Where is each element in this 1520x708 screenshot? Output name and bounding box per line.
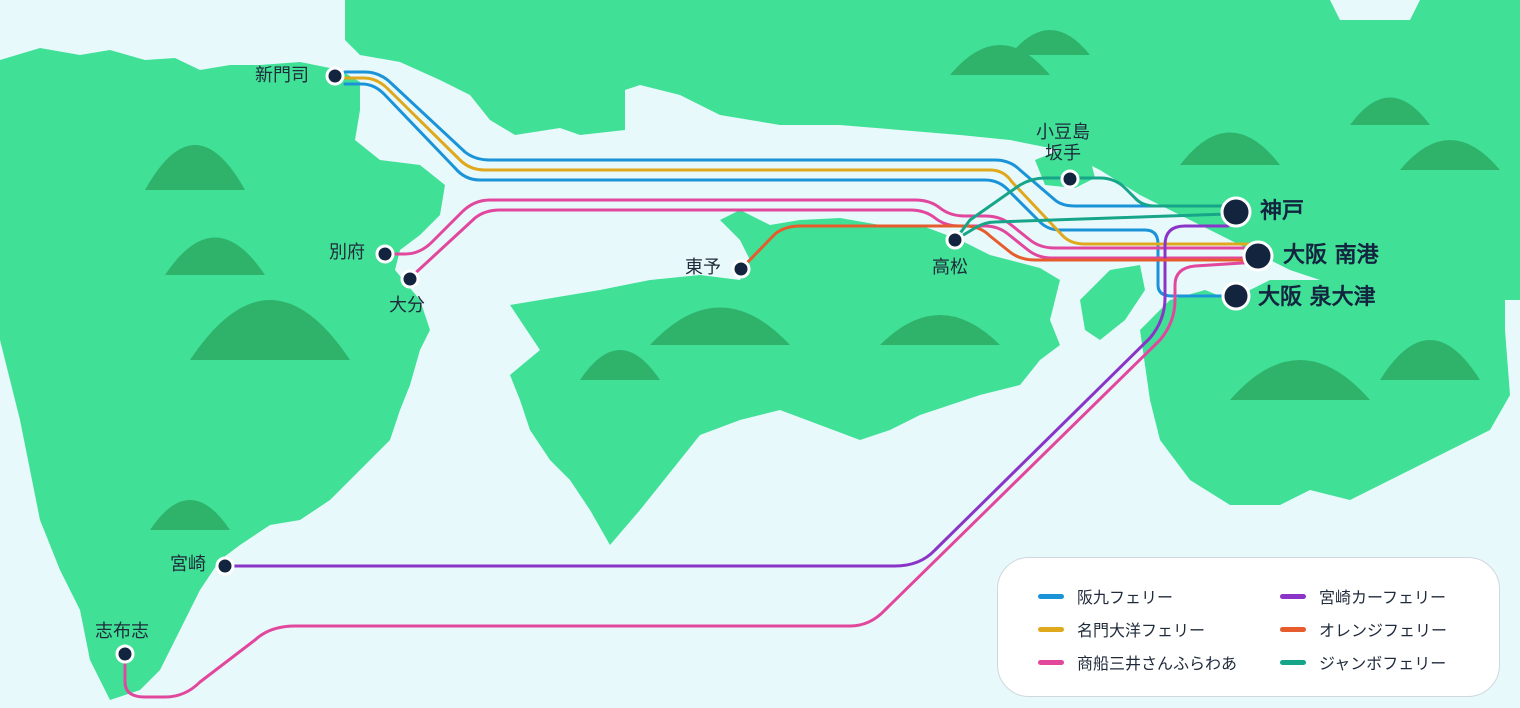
hill — [650, 307, 790, 345]
hill — [1010, 30, 1090, 55]
hill — [1180, 132, 1280, 165]
port-label-takamatsu: 高松 — [932, 257, 968, 278]
port-dot-oita — [400, 269, 420, 289]
port-label-kobe: 神戸 — [1260, 199, 1305, 224]
route-hankyu-izumiotsu — [343, 82, 1230, 298]
legend-label: 宮崎カーフェリー — [1319, 588, 1447, 607]
land-kyushu — [0, 48, 445, 700]
port-label-shibushi: 志布志 — [95, 621, 149, 642]
land-kyushu-islands — [0, 140, 90, 360]
route-sunflower-shibushi — [123, 260, 1260, 699]
port-label-miyazaki: 宮崎 — [170, 554, 206, 575]
hill — [190, 300, 350, 360]
ferry-routes — [123, 70, 1260, 699]
legend-item-orange: オレンジフェリー — [1280, 617, 1447, 641]
hill — [1230, 360, 1370, 400]
hill — [580, 350, 660, 380]
port-label-osaka-nanko: 大阪 南港 — [1283, 243, 1379, 268]
port-dot-osaka-izumiotsu — [1221, 281, 1251, 311]
route-orange — [740, 224, 1252, 270]
port-dot-takamatsu — [945, 230, 965, 250]
port-dot-osaka-nanko — [1242, 240, 1274, 272]
port-dot-shinmoji — [325, 66, 345, 86]
route-jumbo-shodoshima — [953, 176, 1230, 242]
route-hankyu-kobe — [343, 70, 1230, 208]
land-shikoku — [510, 210, 1060, 545]
legend-label: ジャンボフェリー — [1319, 654, 1447, 673]
hill — [1350, 97, 1430, 125]
port-label-oita: 大分 — [389, 295, 425, 316]
route-jumbo-kobe — [953, 212, 1230, 242]
port-label-osaka-izumiotsu: 大阪 泉大津 — [1258, 285, 1376, 310]
port-dots — [115, 66, 1274, 664]
hill — [165, 237, 265, 275]
port-dot-beppu — [375, 244, 395, 264]
hill — [145, 145, 245, 190]
hill — [880, 315, 1000, 345]
legend-item-jumbo: ジャンボフェリー — [1280, 650, 1446, 674]
hill — [1380, 340, 1480, 380]
legend: 阪九フェリー 名門大洋フェリー 商船三井さんふらわあ 宮崎カーフェリー オレンジ… — [997, 557, 1500, 697]
legend-swatch — [1038, 626, 1064, 632]
legend-swatch — [1280, 659, 1306, 665]
legend-label: 阪九フェリー — [1077, 588, 1174, 607]
port-dot-toyo — [731, 259, 751, 279]
route-miyazaki — [224, 224, 1230, 568]
legend-item-hankyu: 阪九フェリー — [1038, 584, 1173, 608]
port-dot-kobe — [1220, 196, 1252, 228]
route-meimon — [343, 76, 1252, 246]
hill — [1400, 140, 1500, 170]
legend-swatch — [1038, 659, 1064, 665]
legend-item-meimon: 名門大洋フェリー — [1038, 617, 1205, 641]
legend-label: オレンジフェリー — [1319, 621, 1448, 640]
hills — [145, 30, 1500, 530]
legend-item-sunflower: 商船三井さんふらわあ — [1038, 650, 1237, 674]
port-label-beppu: 別府 — [329, 242, 365, 263]
port-label-shodoshima: 小豆島 坂手 — [1036, 122, 1090, 164]
land-awaji — [1080, 265, 1145, 340]
hill — [150, 500, 230, 530]
legend-swatch — [1280, 593, 1306, 599]
route-sunflower-oita — [408, 208, 1252, 280]
legend-swatch — [1038, 593, 1064, 599]
legend-item-miyazaki: 宮崎カーフェリー — [1280, 584, 1446, 608]
legend-label: 商船三井さんふらわあ — [1077, 654, 1238, 673]
legend-label: 名門大洋フェリー — [1077, 621, 1206, 640]
port-label-toyo: 東予 — [685, 257, 721, 278]
port-label-shinmoji: 新門司 — [255, 65, 309, 86]
land-honshu-north — [345, 0, 1520, 330]
legend-swatch — [1280, 626, 1306, 632]
port-dot-miyazaki — [215, 556, 235, 576]
port-dot-shodoshima — [1060, 169, 1080, 189]
route-sunflower-beppu — [386, 198, 1260, 256]
port-dot-shibushi — [115, 644, 135, 664]
